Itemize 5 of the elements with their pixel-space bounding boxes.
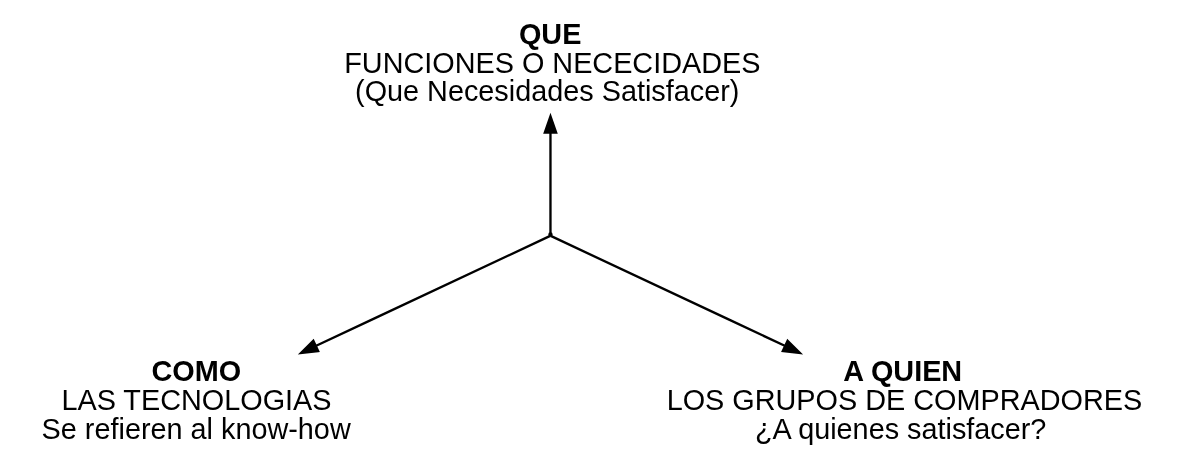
arrow <box>543 112 558 233</box>
node-text: A QUIEN LOS GRUPOS DE COMPRADORES ¿A quienes satisfacer? <box>666 355 1143 445</box>
node-point <box>548 232 553 237</box>
node-text: QUE FUNCIONES O NECECIDADES (Que Necesidades Satisfacer) <box>344 17 761 108</box>
node-text: COMO LAS TECNOLOGIAS Se refieren al know-how <box>41 355 351 445</box>
